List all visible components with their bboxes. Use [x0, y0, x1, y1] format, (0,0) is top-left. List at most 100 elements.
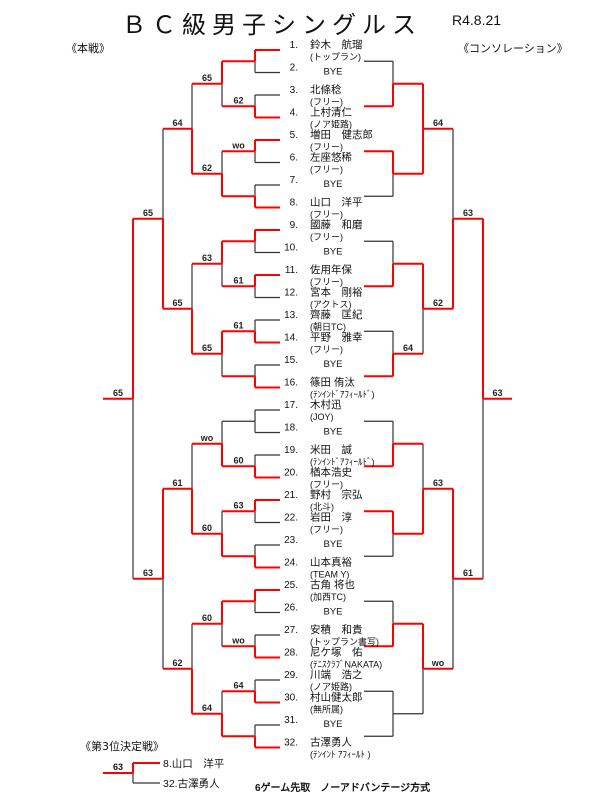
- player-team: (ﾃﾝｲﾝﾄ ｱﾌｨｰﾙﾄ ): [310, 750, 371, 760]
- player-team: (フリー): [310, 232, 343, 242]
- player-number: 1.: [290, 40, 298, 51]
- player-team: (アクトス): [310, 300, 352, 310]
- player-number: 25.: [284, 580, 298, 591]
- player-number: 8.: [290, 198, 298, 209]
- player-name: 岩田 淳: [310, 511, 352, 524]
- match-score: 62: [233, 95, 243, 105]
- player-number: 7.: [290, 175, 298, 186]
- player-name: 村山健太郎: [310, 691, 363, 704]
- player-number: 2.: [290, 63, 298, 74]
- player-name: 安積 和貴: [310, 623, 363, 636]
- player-number: 27.: [284, 625, 298, 636]
- bye-label: BYE: [323, 247, 342, 258]
- player-number: 16.: [284, 378, 298, 389]
- player-name: 尼ケ塚 佑: [310, 646, 363, 659]
- player-name: 佐用年保: [310, 263, 352, 276]
- player-number: 9.: [290, 220, 298, 231]
- player-number: 18.: [284, 423, 298, 434]
- player-name: 野村 宗弘: [310, 488, 363, 501]
- player-team: (フリー): [310, 97, 343, 107]
- match-score: 61: [233, 320, 243, 330]
- bye-label: BYE: [323, 539, 342, 550]
- player-number: 20.: [284, 468, 298, 479]
- match-score: 62: [172, 658, 182, 668]
- player-team: (フリー): [310, 210, 343, 220]
- player-team: (フリー): [310, 525, 343, 535]
- player-number: 19.: [284, 445, 298, 456]
- player-number: 30.: [284, 693, 298, 704]
- player-number: 13.: [284, 310, 298, 321]
- match-score: 64: [172, 118, 182, 128]
- player-name: 左座悠稀: [310, 151, 352, 164]
- bye-label: BYE: [323, 359, 342, 370]
- player-name: 篠田 侑汰: [310, 376, 355, 389]
- consolation-label: 《コンソレーション》: [458, 42, 568, 55]
- bracket-labels: 1.鈴木 航瑠(トップラン)2.BYE3.北條稔(フリー)4.上村清仁(ノア姫路…: [113, 38, 503, 794]
- player-number: 28.: [284, 648, 298, 659]
- player-team: (フリー): [310, 277, 343, 287]
- player-name: 古澤勇人: [310, 736, 352, 749]
- match-score: 63: [492, 388, 502, 398]
- third-place-score: 63: [113, 762, 123, 772]
- player-name: 楢本浩史: [310, 466, 352, 479]
- player-team: (トップラン書写): [310, 636, 379, 647]
- player-number: 5.: [290, 130, 298, 141]
- player-name: 北條稔: [310, 83, 342, 96]
- main-draw-label: 《本戦》: [66, 42, 110, 55]
- bye-label: BYE: [323, 67, 342, 78]
- match-score: 65: [202, 343, 212, 353]
- bye-label: BYE: [323, 719, 342, 730]
- winner-path-lines: [103, 49, 512, 774]
- player-team: (TEAM Y): [310, 570, 349, 580]
- match-score: 63: [202, 253, 212, 263]
- player-name: 山口 洋平: [310, 196, 363, 209]
- player-number: 22.: [284, 513, 298, 524]
- bye-label: BYE: [323, 179, 342, 190]
- player-name: 國藤 和磨: [310, 219, 363, 231]
- player-number: 12.: [284, 288, 298, 299]
- match-score: 65: [113, 388, 123, 398]
- player-number: 17.: [284, 400, 298, 411]
- player-name: 宮本 剛裕: [310, 286, 363, 299]
- player-number: 24.: [284, 558, 298, 569]
- match-score: 61: [233, 275, 243, 285]
- match-score: 63: [463, 208, 473, 218]
- player-number: 29.: [284, 670, 298, 681]
- player-number: 32.: [284, 738, 298, 749]
- match-score: 64: [403, 343, 413, 353]
- player-name: 増田 健志郎: [310, 128, 373, 141]
- player-team: (フリー): [310, 142, 343, 152]
- match-score: 65: [202, 73, 212, 83]
- third-place-player: 8.山口 洋平: [163, 757, 224, 770]
- player-number: 21.: [284, 490, 298, 501]
- match-score: 64: [233, 680, 243, 690]
- player-team: (加西TC): [310, 592, 346, 602]
- player-name: 山本真裕: [310, 556, 352, 569]
- player-team: (ﾃﾆｽｸﾗﾌﾞNAKATA): [310, 660, 382, 670]
- player-number: 26.: [284, 603, 298, 614]
- player-number: 31.: [284, 715, 298, 726]
- player-team: (フリー): [310, 165, 343, 175]
- player-number: 15.: [284, 355, 298, 366]
- player-number: 3.: [290, 85, 298, 96]
- match-score: 60: [202, 613, 212, 623]
- player-team: (朝日TC): [310, 322, 346, 332]
- player-number: 6.: [290, 153, 298, 164]
- match-score: 62: [433, 298, 443, 308]
- player-team: (ノア姫路): [310, 119, 352, 130]
- player-number: 14.: [284, 333, 298, 344]
- player-team: (フリー): [310, 480, 343, 490]
- page-title: ＢＣ級男子シングルス: [122, 11, 422, 39]
- player-team: (フリー): [310, 345, 343, 355]
- bye-label: BYE: [323, 607, 342, 618]
- rules-footer: 6ゲーム先取 ノーアドバンテージ方式: [255, 781, 430, 794]
- match-score: 65: [143, 208, 153, 218]
- player-team: (ノア姫路): [310, 681, 352, 692]
- player-number: 10.: [284, 243, 298, 254]
- match-score: wo: [200, 433, 214, 443]
- bracket-lines: [132, 60, 484, 784]
- player-name: 平野 雅幸: [310, 331, 363, 344]
- player-team: (無所属): [310, 704, 343, 715]
- match-score: wo: [431, 658, 445, 668]
- player-team: (JOY): [310, 412, 334, 422]
